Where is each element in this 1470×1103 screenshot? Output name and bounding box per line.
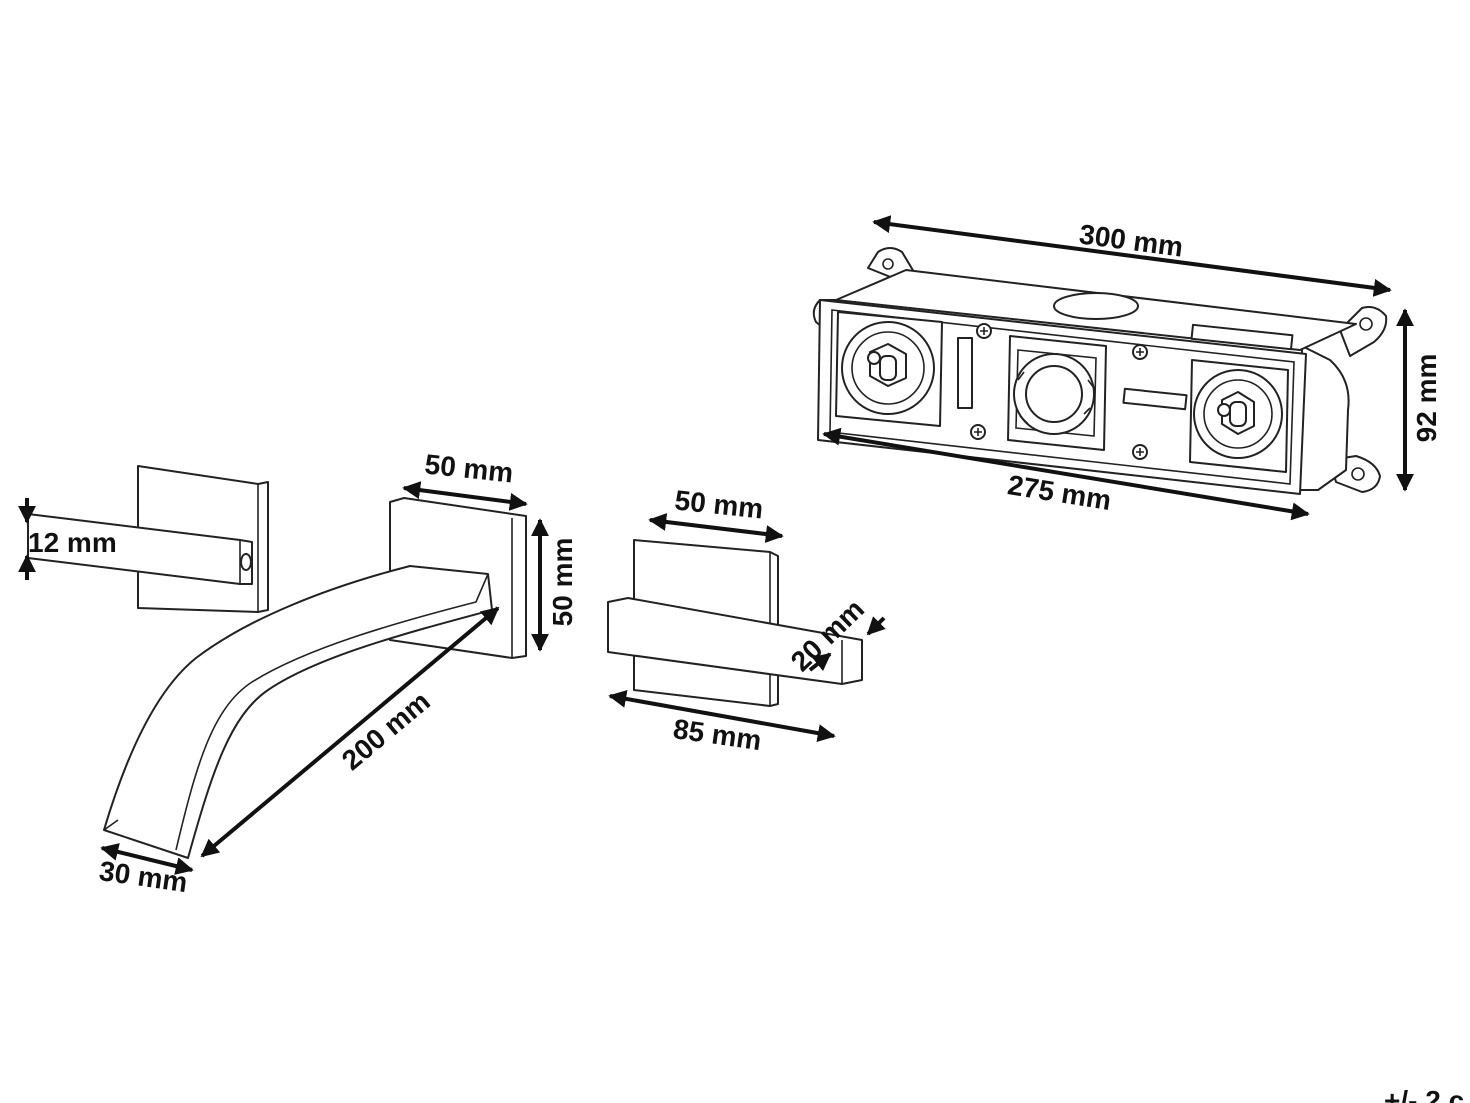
tolerance-note: +/- 2 c [1384, 1085, 1464, 1103]
dimension-line-30 [100, 843, 194, 875]
dimension-line-50-spout-width [402, 481, 528, 511]
right-handle [607, 539, 863, 707]
mounting-ear-top-right [1339, 306, 1388, 357]
slot-horizontal [1122, 387, 1188, 411]
dimension-handle-plate-width: 50 mm [648, 485, 784, 543]
label-50-mm-spout-width: 50 mm [423, 449, 514, 489]
dimension-box-width-bottom: 275 mm [822, 427, 1310, 521]
dimension-spout-plate-width: 50 mm [402, 449, 528, 511]
screw-top-right [1132, 344, 1148, 360]
left-valve [835, 311, 943, 427]
label-30-mm: 30 mm [97, 855, 189, 898]
dimension-box-height: 92 mm [1396, 308, 1442, 492]
side-housing [1299, 345, 1350, 491]
label-300-mm: 300 mm [1078, 218, 1185, 262]
slot-vertical [957, 337, 973, 409]
center-diverter [1007, 335, 1107, 451]
dimension-line-20-upper [866, 616, 886, 636]
label-50-mm-handle: 50 mm [673, 485, 764, 525]
dimension-line-20-lower [808, 652, 832, 672]
dimension-line-300 [872, 215, 1392, 297]
dimension-handle-length: 85 mm [608, 689, 836, 756]
top-outlet-cap [1053, 292, 1139, 320]
dimension-line-200 [200, 606, 500, 858]
label-12-mm: 12 mm [28, 527, 117, 558]
dimension-line-50-handle [648, 513, 784, 543]
left-handle [27, 465, 269, 613]
label-275-mm: 275 mm [1006, 469, 1114, 516]
dimension-lever-thickness: 12 mm [18, 498, 117, 580]
screw-top-left [976, 323, 992, 339]
dimension-line-85 [608, 689, 836, 743]
screw-bottom-left [970, 424, 986, 440]
concealed-valve-box [812, 247, 1388, 495]
right-handle-lever [607, 597, 863, 685]
dimension-line-275 [822, 427, 1310, 521]
screw-bottom-right [1132, 444, 1148, 460]
label-50-mm-spout-height: 50 mm [547, 538, 578, 627]
label-92-mm: 92 mm [1411, 354, 1442, 443]
right-valve [1189, 359, 1289, 473]
dimension-spout-plate-height: 50 mm [531, 518, 578, 652]
